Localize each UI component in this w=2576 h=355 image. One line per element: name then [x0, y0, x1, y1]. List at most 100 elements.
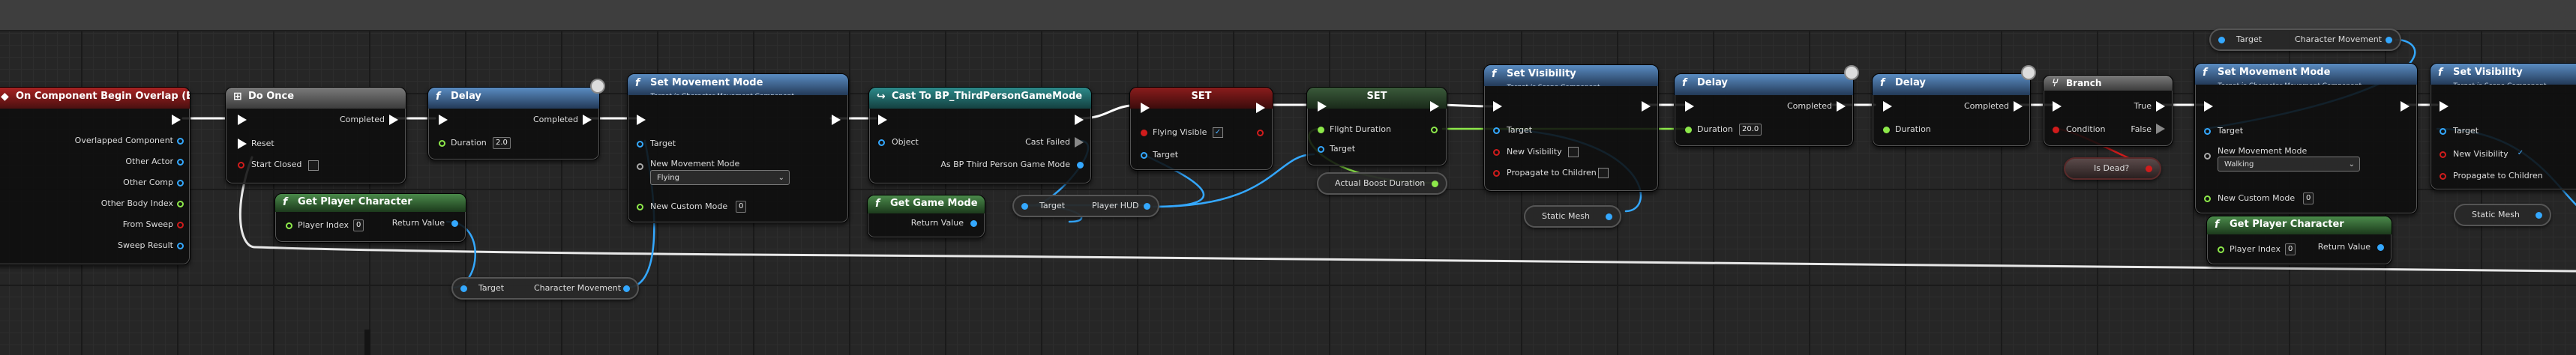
- scrollbar[interactable]: [364, 330, 370, 355]
- exec-out-pin[interactable]: [1256, 103, 1265, 113]
- exec-in-pin[interactable]: [238, 115, 247, 125]
- static-mesh-getter-1[interactable]: Static Mesh: [1524, 205, 1621, 228]
- exec-out-pin[interactable]: [2401, 101, 2410, 112]
- exec-in-pin[interactable]: [2204, 101, 2213, 112]
- bool-in-pin[interactable]: [2440, 173, 2446, 180]
- cast-failed-exec-pin[interactable]: [1075, 137, 1084, 148]
- player-index-input[interactable]: 0: [353, 219, 364, 231]
- object-in-pin[interactable]: [2218, 37, 2225, 43]
- object-out-pin[interactable]: [1077, 162, 1084, 169]
- exec-out-pin[interactable]: [1642, 101, 1651, 112]
- flying-visible-checkbox[interactable]: ✓: [1213, 127, 1223, 138]
- exec-in-pin[interactable]: [439, 115, 448, 125]
- object-out-pin[interactable]: [177, 159, 184, 166]
- bool-in-pin[interactable]: [1141, 130, 1147, 136]
- static-mesh-getter-2[interactable]: Static Mesh: [2454, 204, 2551, 226]
- object-out-pin[interactable]: [177, 138, 184, 145]
- int-in-pin[interactable]: [637, 204, 643, 210]
- object-out-pin[interactable]: [1144, 203, 1150, 210]
- start-closed-checkbox[interactable]: [308, 160, 319, 171]
- event-node-begin-overlap[interactable]: ◆On Component Begin Overlap (Box) Overla…: [0, 87, 190, 265]
- object-in-pin[interactable]: [1493, 127, 1500, 134]
- exec-out-pin[interactable]: [1430, 101, 1439, 112]
- object-in-pin[interactable]: [1141, 152, 1147, 159]
- propagate-checkbox[interactable]: [1598, 168, 1609, 178]
- object-in-pin[interactable]: [2204, 128, 2211, 135]
- exec-out-pin[interactable]: [172, 115, 181, 125]
- float-in-pin[interactable]: [439, 140, 445, 147]
- duration-input[interactable]: 20.0: [1739, 124, 1762, 136]
- new-custom-mode-input[interactable]: 0: [736, 201, 747, 213]
- float-out-pin[interactable]: [1431, 127, 1438, 133]
- object-in-pin[interactable]: [637, 141, 643, 148]
- exec-in-pin[interactable]: [1883, 101, 1892, 112]
- exec-out-pin[interactable]: [1837, 101, 1846, 112]
- new-visibility-checkbox[interactable]: [1568, 147, 1579, 157]
- bool-in-pin[interactable]: [2440, 151, 2446, 158]
- exec-in-pin[interactable]: [878, 115, 887, 125]
- exec-in-pin[interactable]: [2440, 101, 2449, 112]
- false-exec-pin[interactable]: [2156, 124, 2165, 134]
- character-movement-getter-top[interactable]: Target Character Movement: [2209, 28, 2401, 51]
- exec-in-pin[interactable]: [1318, 101, 1327, 112]
- struct-out-pin[interactable]: [177, 243, 184, 249]
- exec-in-pin[interactable]: [2053, 101, 2062, 112]
- do-once-node[interactable]: ⊞Do Once Completed Reset Start Closed: [225, 87, 406, 184]
- is-dead-getter[interactable]: Is Dead?: [2064, 157, 2161, 180]
- character-movement-getter[interactable]: Target Character Movement: [451, 277, 639, 300]
- float-out-pin[interactable]: [1432, 180, 1438, 187]
- object-out-pin[interactable]: [2377, 244, 2384, 251]
- float-in-pin[interactable]: [1318, 127, 1324, 133]
- object-out-pin[interactable]: [451, 220, 458, 227]
- new-custom-mode-input[interactable]: 0: [2303, 192, 2314, 204]
- object-out-pin[interactable]: [2386, 37, 2392, 43]
- set-flight-duration-node[interactable]: SET Flight Duration Target: [1306, 87, 1447, 166]
- object-out-pin[interactable]: [623, 285, 630, 292]
- int-in-pin[interactable]: [2218, 246, 2224, 253]
- bool-in-pin[interactable]: [2053, 127, 2059, 133]
- object-out-pin[interactable]: [970, 220, 977, 227]
- float-in-pin[interactable]: [1685, 127, 1692, 133]
- duration-input[interactable]: 2.0: [493, 137, 511, 149]
- movement-mode-dropdown[interactable]: Flying⌄: [650, 170, 790, 185]
- object-out-pin[interactable]: [177, 180, 184, 186]
- float-in-pin[interactable]: [1883, 127, 1890, 133]
- int-out-pin[interactable]: [177, 201, 184, 207]
- bool-in-pin[interactable]: [238, 162, 244, 169]
- object-out-pin[interactable]: [2536, 212, 2542, 219]
- actual-boost-duration-getter[interactable]: Actual Boost Duration: [1317, 172, 1447, 195]
- bool-out-pin[interactable]: [177, 222, 184, 228]
- true-exec-pin[interactable]: [2156, 101, 2165, 112]
- exec-in-pin[interactable]: [1141, 103, 1150, 113]
- int-in-pin[interactable]: [286, 222, 292, 229]
- branch-node[interactable]: ⑂Branch True Condition False: [2043, 75, 2173, 147]
- exec-in-pin[interactable]: [1685, 101, 1694, 112]
- object-in-pin[interactable]: [1021, 203, 1028, 210]
- exec-out-pin[interactable]: [832, 115, 841, 125]
- exec-out-pin[interactable]: [389, 115, 398, 125]
- int-in-pin[interactable]: [2204, 195, 2211, 202]
- player-hud-getter[interactable]: Target Player HUD: [1012, 195, 1159, 217]
- reset-exec-pin[interactable]: [238, 139, 247, 149]
- exec-in-pin[interactable]: [1493, 101, 1502, 112]
- exec-out-pin[interactable]: [1075, 115, 1084, 125]
- set-flying-visible-node[interactable]: SET Flying Visible ✓ Target: [1129, 87, 1273, 171]
- enum-in-pin[interactable]: [2204, 153, 2211, 160]
- bool-in-pin[interactable]: [1493, 149, 1500, 156]
- object-in-pin[interactable]: [460, 285, 467, 292]
- object-out-pin[interactable]: [1606, 213, 1612, 220]
- new-visibility-checkbox[interactable]: ✓: [2517, 149, 2524, 157]
- object-in-pin[interactable]: [878, 139, 885, 146]
- cast-to-gamemode-node[interactable]: ↪Cast To BP_ThirdPersonGameMode Object C…: [868, 87, 1092, 184]
